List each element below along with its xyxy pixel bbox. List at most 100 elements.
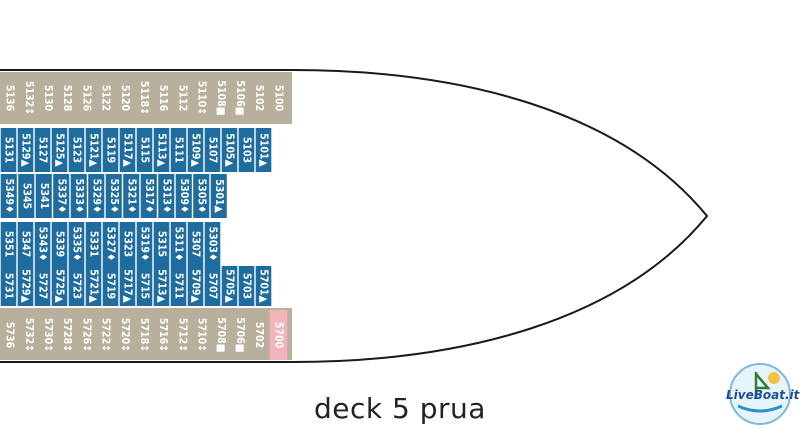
cabin-5717[interactable]: 5717▲ (119, 266, 136, 306)
cabin-5311[interactable]: 5311♦ (170, 222, 187, 266)
cabin-number: 5117▲ (122, 133, 134, 167)
cabin-5713[interactable]: 5713▲ (153, 266, 170, 306)
cabin-5121[interactable]: 5121▲ (85, 128, 102, 172)
cabin-5129[interactable]: 5129▲ (17, 128, 34, 172)
cabin-5711[interactable]: 5711 (170, 266, 187, 306)
cabin-5347[interactable]: 5347 (17, 222, 34, 266)
cabin-5702[interactable]: 5702 (250, 310, 269, 360)
cabin-5123[interactable]: 5123 (68, 128, 85, 172)
cabin-5706[interactable]: 5706■ (231, 310, 249, 360)
cabin-number: 5109▲ (190, 133, 202, 167)
cabin-5305[interactable]: 5305♦ (193, 174, 210, 218)
cabin-5345[interactable]: 5345 (18, 174, 35, 218)
cabin-box (173, 73, 192, 123)
cabin-5113[interactable]: 5113▲ (153, 128, 170, 172)
cabin-5136[interactable]: 5136 (0, 73, 19, 123)
cabin-5707[interactable]: 5707 (204, 266, 221, 306)
cabin-5727[interactable]: 5727 (34, 266, 51, 306)
cabin-5132[interactable]: 5132↕ (19, 73, 38, 123)
cabin-5118[interactable]: 5118↕ (135, 73, 153, 123)
cabin-5351[interactable]: 5351 (0, 222, 17, 266)
cabin-5321[interactable]: 5321♦ (123, 174, 140, 218)
cabin-5102[interactable]: 5102 (250, 73, 269, 123)
cabin-5725[interactable]: 5725▲ (51, 266, 68, 306)
cabin-5327[interactable]: 5327♦ (102, 222, 119, 266)
cabin-5736[interactable]: 5736 (0, 310, 19, 360)
cabin-5103[interactable]: 5103 (238, 128, 255, 172)
cabin-5722[interactable]: 5722↕ (96, 310, 115, 360)
cabin-5705[interactable]: 5705▲ (221, 266, 238, 306)
cabin-5732[interactable]: 5732↕ (19, 310, 38, 360)
cabin-5335[interactable]: 5335♦ (68, 222, 85, 266)
cabin-5120[interactable]: 5120 (115, 73, 134, 123)
cabin-5130[interactable]: 5130 (39, 73, 57, 123)
cabin-number: 5315 (156, 231, 168, 257)
cabin-5110[interactable]: 5110↕ (192, 73, 211, 123)
cabin-5127[interactable]: 5127 (34, 128, 51, 172)
cabin-box (102, 222, 119, 266)
cabin-5115[interactable]: 5115 (136, 128, 153, 172)
cabin-5343[interactable]: 5343♦ (34, 222, 51, 266)
cabin-5313[interactable]: 5313♦ (158, 174, 175, 218)
cabin-5721[interactable]: 5721▲ (85, 266, 102, 306)
cabin-5708[interactable]: 5708■ (211, 310, 230, 360)
cabin-box (17, 222, 34, 266)
cabin-5307[interactable]: 5307 (187, 222, 204, 266)
cabin-5119[interactable]: 5119 (102, 128, 119, 172)
cabin-5122[interactable]: 5122 (96, 73, 115, 123)
cabin-box (175, 174, 192, 218)
cabin-5125[interactable]: 5125▲ (51, 128, 68, 172)
cabin-5710[interactable]: 5710↕ (192, 310, 211, 360)
cabin-5309[interactable]: 5309♦ (175, 174, 192, 218)
cabin-5731[interactable]: 5731 (0, 266, 17, 306)
cabin-5106[interactable]: 5106■ (231, 73, 249, 123)
cabin-5108[interactable]: 5108■ (211, 73, 230, 123)
cabin-5716[interactable]: 5716↕ (154, 310, 173, 360)
cabin-5128[interactable]: 5128 (58, 73, 77, 123)
cabin-5333[interactable]: 5333♦ (70, 174, 87, 218)
cabin-5341[interactable]: 5341 (35, 174, 52, 218)
cabin-5730[interactable]: 5730↕ (39, 310, 57, 360)
cabin-5101[interactable]: 5101▲ (255, 128, 272, 172)
cabin-5728[interactable]: 5728↕ (58, 310, 77, 360)
cabin-5112[interactable]: 5112 (173, 73, 192, 123)
cabin-5329[interactable]: 5329♦ (88, 174, 105, 218)
cabin-5720[interactable]: 5720↕ (115, 310, 134, 360)
cabin-5703[interactable]: 5703 (238, 266, 255, 306)
cabin-5325[interactable]: 5325♦ (105, 174, 122, 218)
cabin-5107[interactable]: 5107 (204, 128, 221, 172)
cabin-5723[interactable]: 5723 (68, 266, 85, 306)
cabin-5117[interactable]: 5117▲ (119, 128, 136, 172)
cabin-5116[interactable]: 5116 (154, 73, 173, 123)
cabin-5315[interactable]: 5315 (153, 222, 170, 266)
cabin-5339[interactable]: 5339 (51, 222, 68, 266)
cabin-5718[interactable]: 5718↕ (135, 310, 153, 360)
cabin-5709[interactable]: 5709▲ (187, 266, 204, 306)
cabin-5301[interactable]: 5301▲ (210, 174, 227, 218)
cabin-5719[interactable]: 5719 (102, 266, 119, 306)
cabin-5319[interactable]: 5319♦ (136, 222, 153, 266)
cabin-5337[interactable]: 5337♦ (53, 174, 70, 218)
cabin-number: 5321♦ (125, 179, 137, 214)
cabin-5349[interactable]: 5349♦ (0, 174, 17, 218)
cabin-number: 5731 (3, 273, 15, 299)
cabin-5715[interactable]: 5715 (136, 266, 153, 306)
cabin-5126[interactable]: 5126 (77, 73, 96, 123)
cabin-5111[interactable]: 5111 (170, 128, 187, 172)
cabin-5317[interactable]: 5317♦ (140, 174, 157, 218)
cabin-number: 5313♦ (160, 179, 172, 214)
cabin-5701[interactable]: 5701▲ (255, 266, 272, 306)
cabin-5109[interactable]: 5109▲ (187, 128, 204, 172)
cabin-5303[interactable]: 5303♦ (204, 222, 221, 266)
cabin-5700[interactable]: 5700 (269, 310, 288, 360)
cabin-5726[interactable]: 5726↕ (77, 310, 96, 360)
cabin-5712[interactable]: 5712↕ (173, 310, 192, 360)
cabin-5131[interactable]: 5131 (0, 128, 17, 172)
cabin-number: 5120 (119, 85, 131, 112)
cabin-5100[interactable]: 5100 (269, 73, 288, 123)
cabin-5331[interactable]: 5331 (85, 222, 102, 266)
cabin-5323[interactable]: 5323 (119, 222, 136, 266)
cabin-5729[interactable]: 5729▲ (17, 266, 34, 306)
cabin-5105[interactable]: 5105▲ (221, 128, 238, 172)
